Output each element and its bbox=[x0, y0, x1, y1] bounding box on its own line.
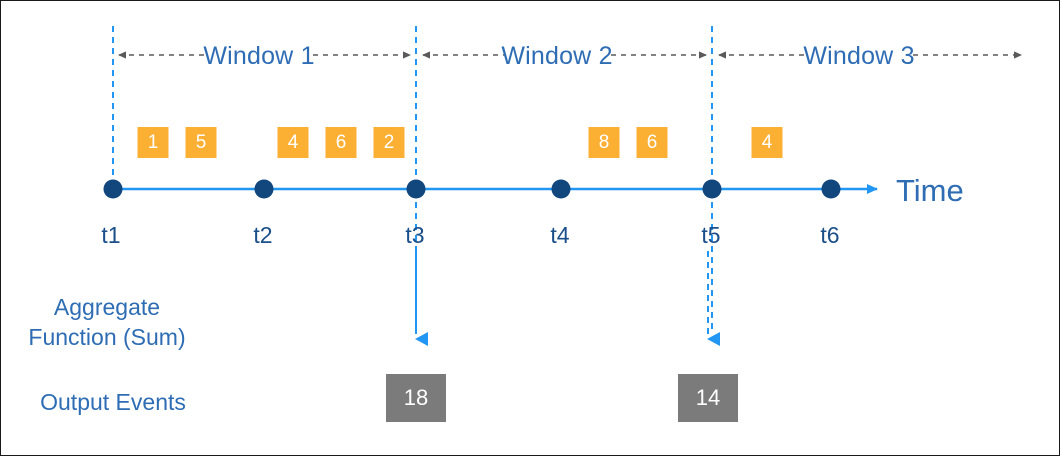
aggregate-function-line-2: Function (Sum) bbox=[28, 324, 186, 350]
event-box: 6 bbox=[325, 127, 357, 158]
timeline-dot-t1 bbox=[103, 179, 123, 199]
window-label-3: Window 3 bbox=[803, 42, 915, 70]
event-box: 5 bbox=[185, 127, 217, 158]
output-box: 18 bbox=[386, 374, 446, 422]
window-boundary-lines bbox=[112, 26, 713, 333]
output-box: 14 bbox=[678, 374, 738, 422]
event-box: 6 bbox=[636, 127, 668, 158]
window-label-2: Window 2 bbox=[501, 42, 613, 70]
tick-label-t4: t4 bbox=[550, 222, 570, 248]
aggregate-function-line-1: Aggregate bbox=[53, 294, 161, 320]
timeline-dot-t2 bbox=[254, 179, 274, 199]
time-axis-label: Time bbox=[896, 173, 964, 208]
event-box: 4 bbox=[751, 127, 783, 158]
timeline-dot-t6 bbox=[821, 179, 841, 199]
window-label-1: Window 1 bbox=[203, 42, 315, 70]
tick-label-t1: t1 bbox=[101, 222, 121, 248]
output-events-label: Output Events bbox=[40, 389, 186, 415]
timeline-dot-t3 bbox=[406, 179, 426, 199]
aggregate-function-label: Aggregate Function (Sum) bbox=[28, 292, 185, 352]
event-box: 8 bbox=[588, 127, 620, 158]
event-box: 1 bbox=[137, 127, 169, 158]
output-arrows bbox=[415, 251, 720, 346]
event-box: 4 bbox=[277, 127, 309, 158]
timeline-dot-t4 bbox=[551, 179, 571, 199]
tick-label-t6: t6 bbox=[820, 222, 840, 248]
tick-label-t3: t3 bbox=[405, 222, 425, 248]
tick-label-t5: t5 bbox=[701, 222, 721, 248]
event-box: 2 bbox=[373, 127, 405, 158]
time-axis bbox=[103, 179, 878, 199]
timeline-dot-t5 bbox=[702, 179, 722, 199]
tick-label-t2: t2 bbox=[253, 222, 273, 248]
